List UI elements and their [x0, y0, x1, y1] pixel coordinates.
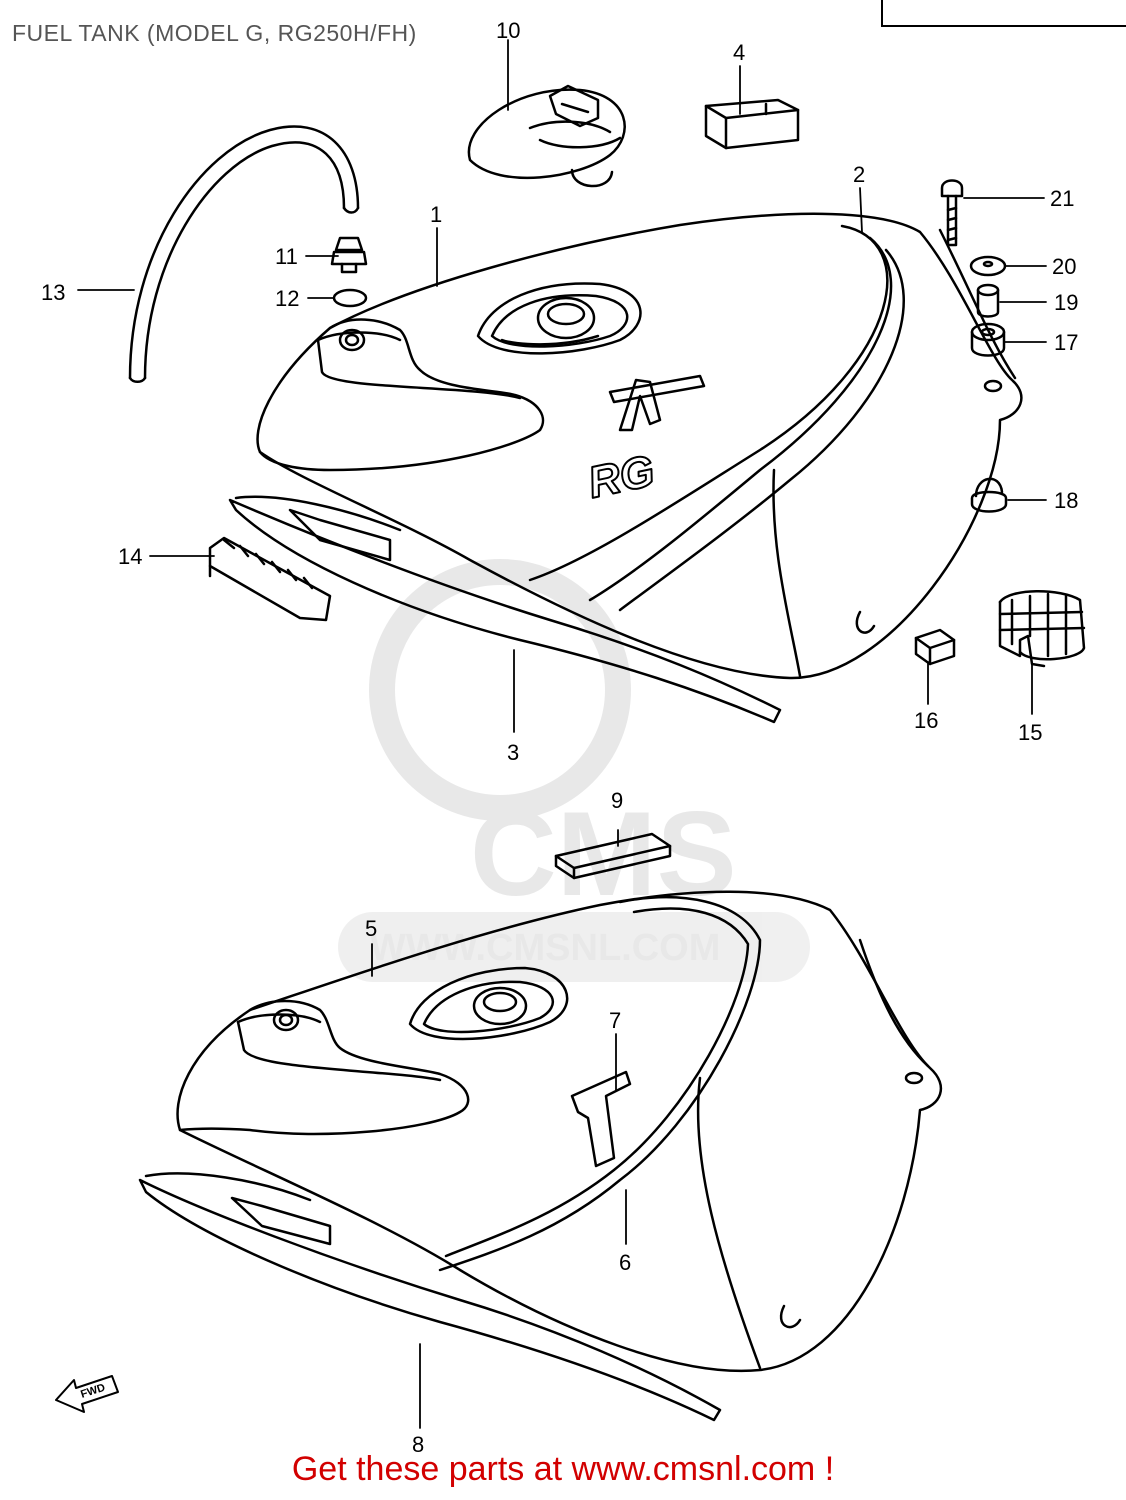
callout-4: 4 [733, 40, 745, 65]
part-21-bolt [940, 179, 964, 247]
callout-9: 9 [611, 788, 623, 813]
callout-8: 8 [412, 1432, 424, 1457]
callout-6: 6 [619, 1250, 631, 1275]
part-17-cushion [970, 322, 1006, 357]
fwd-arrow [55, 1375, 119, 1413]
part-8-seal [138, 1172, 722, 1422]
part-19-collar [976, 283, 1000, 318]
callout-labels: 1 2 3 4 5 6 7 8 9 10 11 12 13 14 15 16 1… [41, 18, 1078, 1457]
footer-link-text[interactable]: Get these parts at www.cmsnl.com ! [291, 1450, 835, 1488]
callout-5: 5 [365, 916, 377, 941]
callout-12: 12 [275, 286, 299, 311]
part-3-seal [228, 495, 782, 724]
part-4-rubber [704, 98, 800, 150]
part-14-rubber [208, 536, 332, 622]
part-11-fitting [330, 236, 368, 274]
callout-1: 1 [430, 202, 442, 227]
watermark: CMS WWW.CMSNL.COM [338, 559, 810, 982]
part-13-breather-hose [128, 125, 360, 383]
callout-3: 3 [507, 740, 519, 765]
callout-16: 16 [914, 708, 938, 733]
callout-21: 21 [1050, 186, 1074, 211]
callout-2: 2 [853, 162, 865, 187]
callout-18: 18 [1054, 488, 1078, 513]
callout-15: 15 [1018, 720, 1042, 745]
callout-7: 7 [609, 1008, 621, 1033]
part-20-washer [969, 255, 1007, 277]
part-15-cushion [998, 590, 1086, 668]
callout-19: 19 [1054, 290, 1078, 315]
callout-11: 11 [275, 244, 298, 269]
callout-14: 14 [118, 544, 142, 569]
part-1-fuel-tank [256, 212, 1023, 680]
leader-lines [77, 39, 1047, 1429]
part-16-cushion [914, 628, 956, 666]
part-5-fuel-tank [176, 890, 942, 1373]
part-9-rubber [554, 832, 672, 880]
callout-17: 17 [1054, 330, 1078, 355]
tank-rg-marking: RG [584, 446, 659, 508]
callout-20: 20 [1052, 254, 1076, 279]
watermark-url: WWW.CMSNL.COM [370, 927, 720, 969]
frame-corner [881, 0, 1126, 27]
page-title: FUEL TANK (MODEL G, RG250H/FH) [12, 20, 417, 46]
part-12-washer [332, 288, 368, 308]
callout-13: 13 [41, 280, 65, 305]
part-7-emblem [570, 1070, 632, 1168]
part-10-fuel-cap [467, 84, 626, 188]
callout-10: 10 [496, 18, 520, 43]
part-18-cushion [970, 477, 1008, 513]
